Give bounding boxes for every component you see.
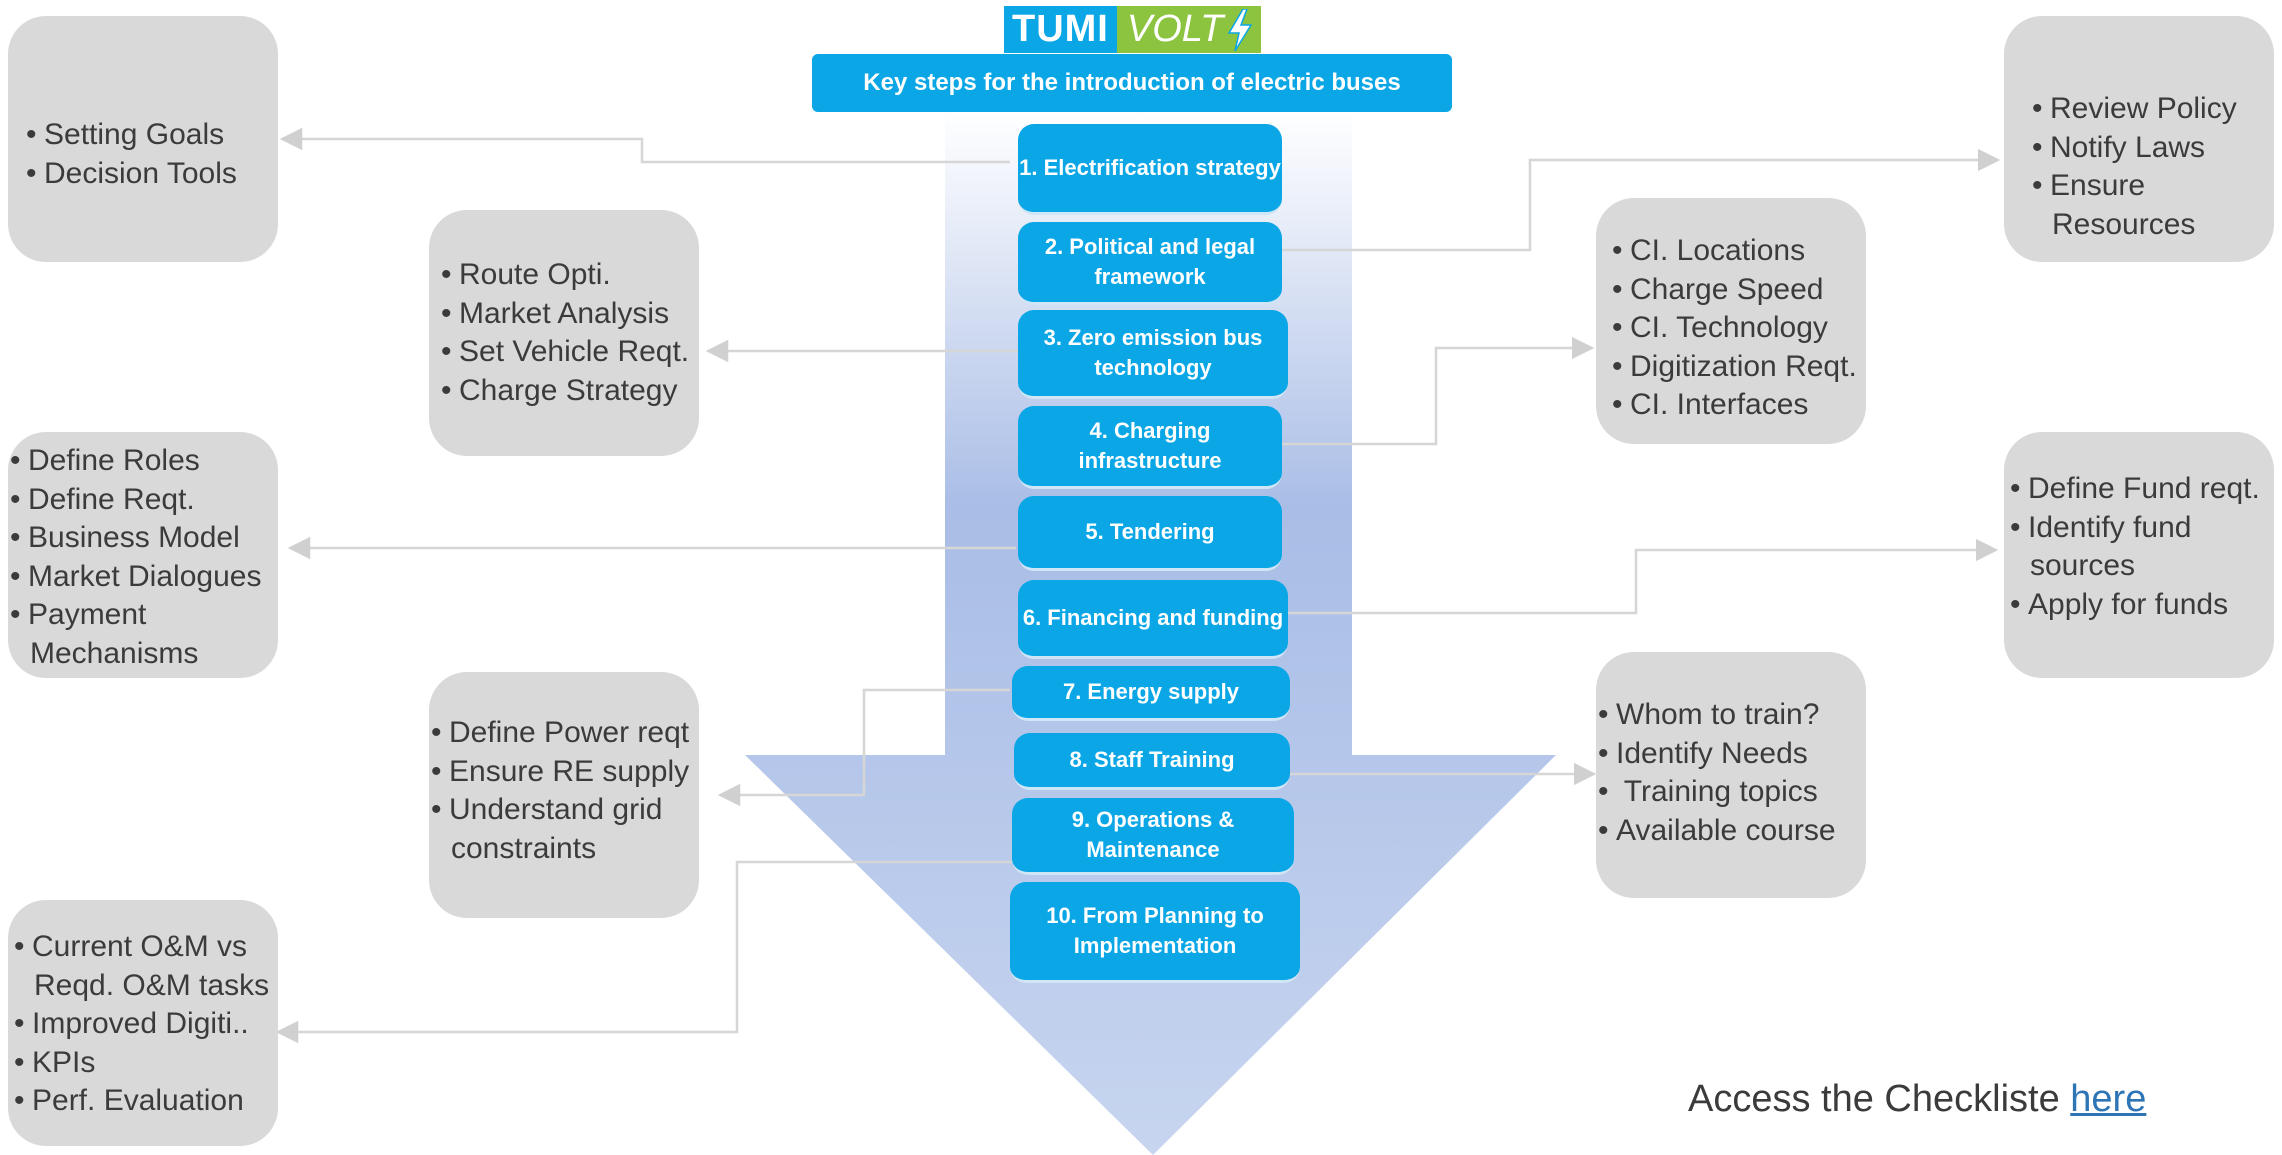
- card-bullet-list: Route Opti. Market Analysis Set Vehicle …: [441, 256, 697, 410]
- list-item: Decision Tools: [26, 155, 276, 194]
- list-item: Perf. Evaluation: [14, 1082, 278, 1121]
- list-item: CI. Interfaces: [1612, 386, 1866, 425]
- logo-tumi-text: TUMI: [1004, 6, 1117, 53]
- list-item: Improved Digiti..: [14, 1005, 278, 1044]
- list-item: Identify fund sources: [2010, 509, 2274, 586]
- list-item: Market Dialogues: [10, 558, 278, 597]
- list-item: Review Policy: [2032, 90, 2268, 129]
- list-item: Define Reqt.: [10, 481, 278, 520]
- list-item: Define Fund reqt.: [2010, 470, 2274, 509]
- card-bullet-list: Whom to train? Identify Needs Training t…: [1598, 696, 1864, 850]
- card-bullet-list: Review Policy Notify Laws Ensure Resourc…: [2032, 90, 2268, 244]
- step-label: 9. Operations & Maintenance: [1071, 807, 1235, 862]
- checklist-access-label: Access the Checkliste: [1688, 1078, 2071, 1120]
- step-7-energy-supply: 7. Energy supply: [1012, 666, 1290, 721]
- list-item: Current O&M vs Reqd. O&M tasks: [14, 928, 278, 1005]
- connector-operations: [275, 860, 1012, 1044]
- step-label: 7. Energy supply: [1062, 679, 1240, 704]
- step-label: 10. From Planning to Implementation: [1046, 903, 1264, 958]
- list-item: Notify Laws: [2032, 129, 2268, 168]
- list-item: CI. Locations: [1612, 232, 1866, 271]
- card-bullet-list: Define Roles Define Reqt. Business Model…: [10, 442, 278, 673]
- list-item: Charge Speed: [1612, 271, 1866, 310]
- step-label: 3. Zero emission bus technology: [1043, 325, 1263, 380]
- card-technology-details: Route Opti. Market Analysis Set Vehicle …: [429, 210, 699, 456]
- list-item: Available course: [1598, 812, 1864, 851]
- list-item: Route Opti.: [441, 256, 697, 295]
- logo-volt-text: VOLT: [1126, 8, 1224, 50]
- card-strategy-details: Setting Goals Decision Tools: [8, 16, 278, 262]
- list-item: Payment Mechanisms: [10, 596, 278, 673]
- list-item: Training topics: [1598, 773, 1864, 812]
- connector-charging: [1282, 336, 1595, 446]
- connector-strategy: [279, 127, 1010, 164]
- step-label: 5. Tendering: [1085, 519, 1215, 544]
- step-6-financing-and-funding: 6. Financing and funding: [1018, 580, 1288, 659]
- list-item: Understand grid constraints: [431, 791, 699, 868]
- logo-volt-part: VOLT: [1116, 6, 1262, 53]
- step-label: 8. Staff Training: [1069, 747, 1235, 772]
- list-item: Apply for funds: [2010, 586, 2274, 625]
- step-1-electrification-strategy: 1. Electrification strategy: [1018, 124, 1282, 215]
- card-operations-details: Current O&M vs Reqd. O&M tasks Improved …: [8, 900, 278, 1146]
- list-item: Ensure RE supply: [431, 753, 699, 792]
- step-9-operations-maintenance: 9. Operations & Maintenance: [1012, 798, 1294, 875]
- step-5-tendering: 5. Tendering: [1018, 496, 1282, 571]
- checklist-here-link[interactable]: here: [2070, 1078, 2147, 1120]
- list-item: Business Model: [10, 519, 278, 558]
- lightning-bolt-icon: [1228, 8, 1253, 51]
- card-tendering-details: Define Roles Define Reqt. Business Model…: [8, 432, 278, 678]
- step-8-staff-training: 8. Staff Training: [1014, 733, 1290, 790]
- header-title: Key steps for the introduction of electr…: [863, 69, 1401, 96]
- step-4-charging-infrastructure: 4. Charging infrastructure: [1018, 406, 1282, 489]
- diagram-header: Key steps for the introduction of electr…: [812, 54, 1452, 112]
- card-energy-details: Define Power reqt Ensure RE supply Under…: [429, 672, 699, 918]
- card-charging-details: CI. Locations Charge Speed CI. Technolog…: [1596, 198, 1866, 444]
- card-financing-details: Define Fund reqt. Identify fund sources …: [2004, 432, 2274, 678]
- list-item: Digitization Reqt.: [1612, 348, 1866, 387]
- list-item: Setting Goals: [26, 116, 276, 155]
- step-label: 6. Financing and funding: [1022, 605, 1284, 630]
- list-item: Define Roles: [10, 442, 278, 481]
- step-2-political-legal-framework: 2. Political and legal framework: [1018, 222, 1282, 305]
- card-bullet-list: CI. Locations Charge Speed CI. Technolog…: [1612, 232, 1866, 425]
- card-policy-details: Review Policy Notify Laws Ensure Resourc…: [2004, 16, 2274, 262]
- list-item: Market Analysis: [441, 295, 697, 334]
- list-item: Ensure Resources: [2032, 167, 2268, 244]
- step-label: 4. Charging infrastructure: [1078, 418, 1222, 473]
- step-label: 1. Electrification strategy: [1019, 155, 1281, 180]
- list-item: Identify Needs: [1598, 735, 1864, 774]
- card-bullet-list: Current O&M vs Reqd. O&M tasks Improved …: [14, 928, 278, 1121]
- connector-policy: [1282, 148, 2001, 252]
- step-10-planning-to-implementation: 10. From Planning to Implementation: [1010, 882, 1300, 983]
- tumi-volt-logo: TUMI VOLT: [1004, 6, 1262, 53]
- card-bullet-list: Define Fund reqt. Identify fund sources …: [2010, 470, 2274, 624]
- list-item: CI. Technology: [1612, 309, 1866, 348]
- list-item: Define Power reqt: [431, 714, 699, 753]
- list-item: Charge Strategy: [441, 372, 697, 411]
- card-bullet-list: Setting Goals Decision Tools: [26, 116, 276, 193]
- connector-energy: [717, 688, 1010, 807]
- step-3-zero-emission-bus-technology: 3. Zero emission bus technology: [1018, 310, 1288, 399]
- connector-financing: [1282, 538, 1999, 615]
- list-item: Whom to train?: [1598, 696, 1864, 735]
- list-item: KPIs: [14, 1044, 278, 1083]
- card-training-details: Whom to train? Identify Needs Training t…: [1596, 652, 1866, 898]
- card-bullet-list: Define Power reqt Ensure RE supply Under…: [431, 714, 699, 868]
- step-label: 2. Political and legal framework: [1044, 234, 1256, 289]
- checklist-access-text: Access the Checkliste here: [1688, 1078, 2146, 1121]
- list-item: Set Vehicle Reqt.: [441, 333, 697, 372]
